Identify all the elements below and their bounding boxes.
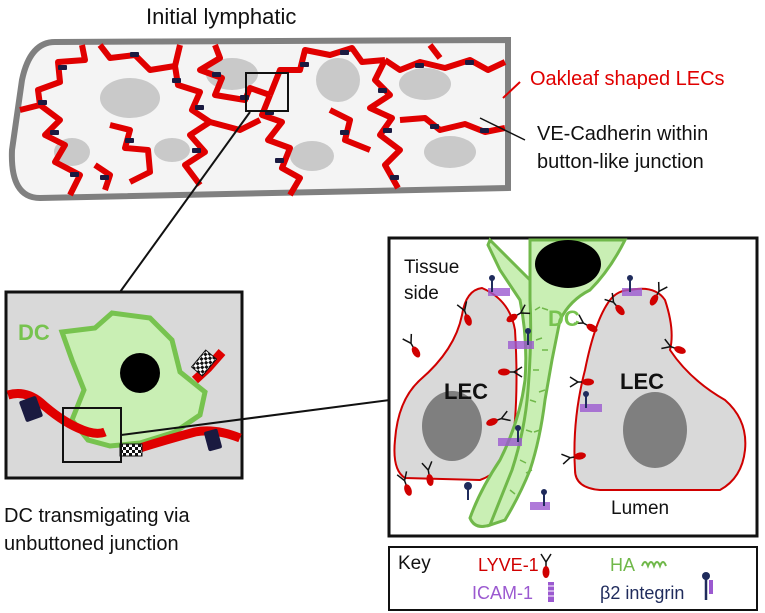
left-caption-line2: unbuttoned junction bbox=[4, 533, 179, 555]
left-caption-line1: DC transmigating via bbox=[4, 505, 191, 527]
tissue-side-line2: side bbox=[404, 283, 439, 304]
key-ha-icon bbox=[641, 561, 667, 569]
right-dc-label: DC bbox=[548, 306, 580, 331]
lec-nuclei bbox=[54, 58, 476, 171]
dc-nucleus-right bbox=[535, 240, 601, 288]
lec-nucleus-left bbox=[422, 391, 482, 461]
lumen-label: Lumen bbox=[611, 498, 669, 519]
zoom-line-right bbox=[120, 399, 391, 436]
key-b2-label: β2 integrin bbox=[600, 583, 684, 603]
tissue-side-line1: Tissue bbox=[404, 257, 459, 278]
key-icam1-icon bbox=[548, 582, 554, 602]
ve-cadherin-right bbox=[204, 428, 222, 452]
left-dc-label: DC bbox=[18, 320, 50, 345]
lec-nucleus-right bbox=[623, 392, 687, 468]
key-b2-icon bbox=[702, 572, 713, 600]
left-panel bbox=[4, 290, 244, 480]
ve-cadherin-buttons bbox=[38, 50, 489, 180]
lec-band-right bbox=[138, 426, 242, 453]
zoom-box bbox=[245, 72, 289, 112]
key-box bbox=[388, 546, 758, 611]
oakleaf-label: Oakleaf shaped LECs bbox=[530, 68, 725, 90]
lec-label-right: LEC bbox=[620, 369, 664, 394]
icam-integrin-clusters bbox=[464, 275, 642, 510]
key-title: Key bbox=[398, 553, 431, 574]
right-panel bbox=[387, 236, 759, 538]
key-icam1-label: ICAM-1 bbox=[472, 583, 533, 603]
checker-junction-upper bbox=[190, 349, 218, 377]
key-lyve1-label: LYVE-1 bbox=[478, 555, 539, 575]
vessel-title: Initial lymphatic bbox=[146, 4, 296, 29]
ve-cadherin-left bbox=[19, 396, 43, 422]
dc-arm-right bbox=[487, 238, 628, 528]
dc-nucleus bbox=[120, 353, 160, 393]
checker-junction-lower bbox=[119, 443, 143, 457]
lec-label-left: LEC bbox=[444, 379, 488, 404]
vecad-label-line1: VE-Cadherin within bbox=[537, 123, 708, 145]
lymphatic-vessel bbox=[8, 36, 511, 202]
vecad-pointer bbox=[479, 117, 526, 141]
oakleaf-pointer bbox=[502, 81, 521, 99]
vecad-label-line2: button-like junction bbox=[537, 151, 704, 173]
key-ha-label: HA bbox=[610, 555, 635, 575]
lec-band-left bbox=[6, 389, 107, 438]
ha-fuzz bbox=[509, 306, 549, 495]
zoom-line bbox=[119, 111, 251, 293]
